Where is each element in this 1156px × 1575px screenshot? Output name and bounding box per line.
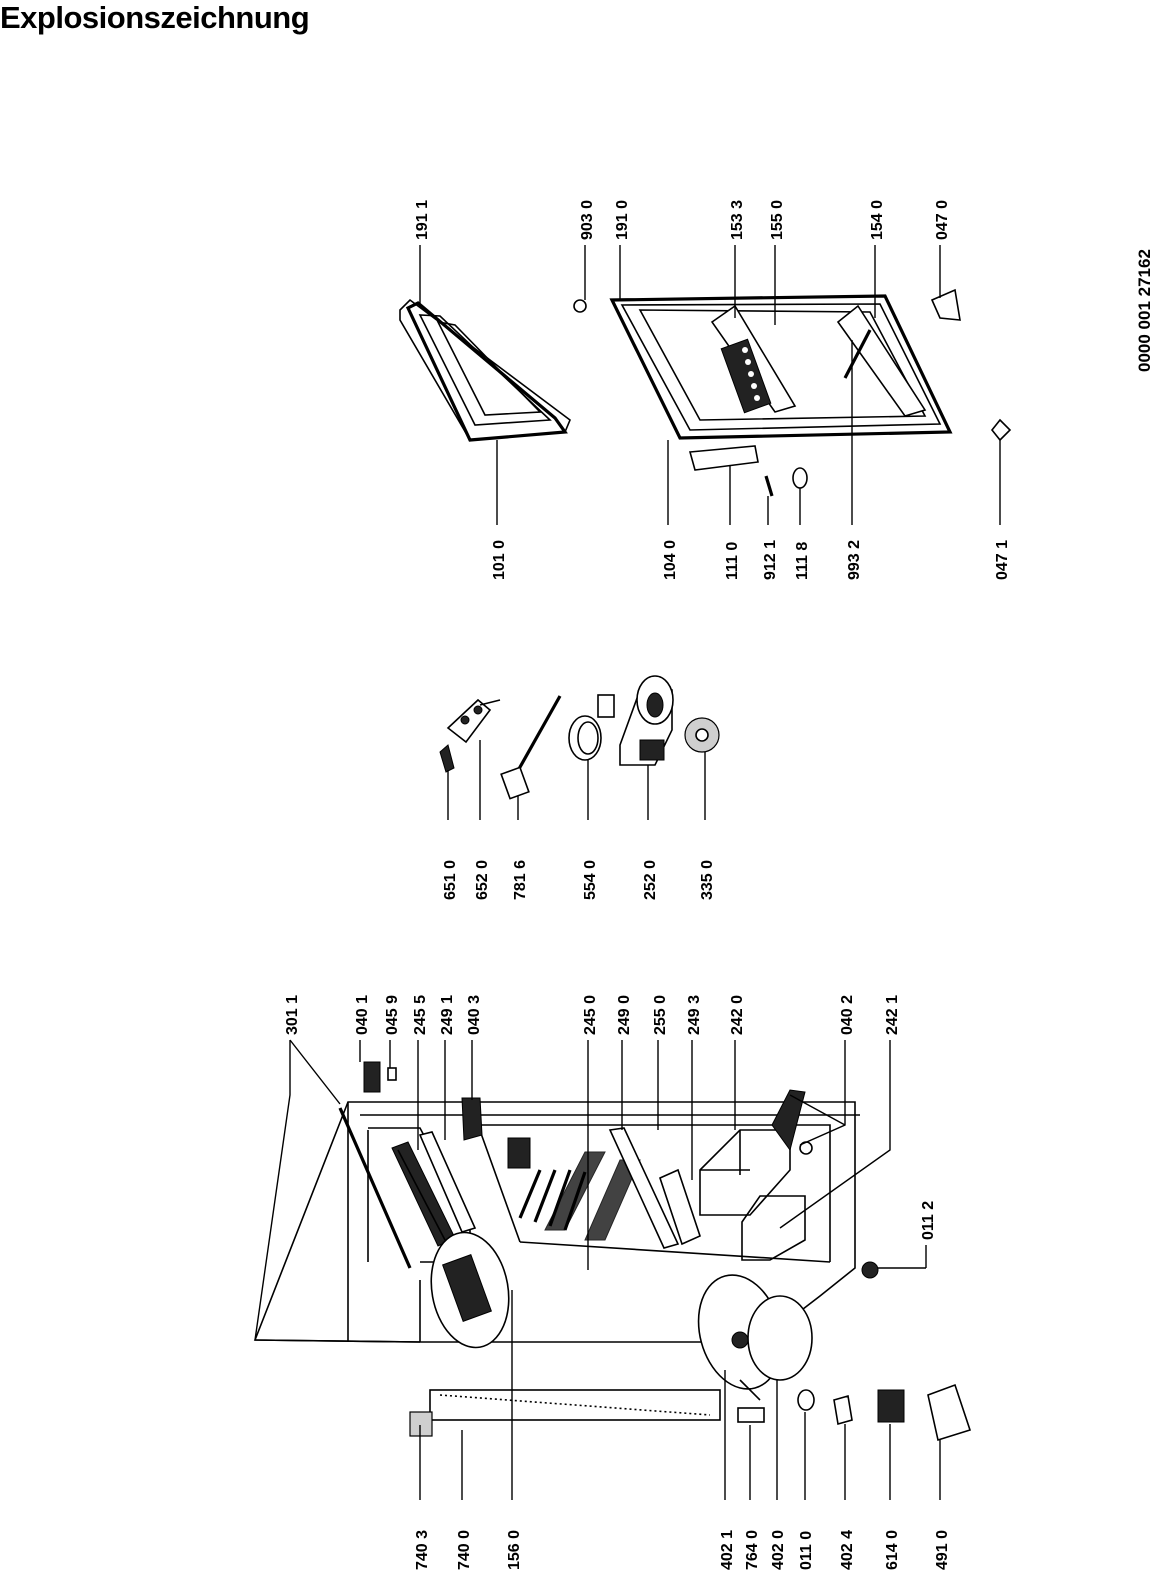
shelf-2450 [544,1151,641,1241]
label-0402: 040 2 [839,995,856,1035]
freezer-door-drawing [399,298,571,442]
label-2421: 242 1 [884,995,901,1035]
label-2491: 249 1 [439,995,456,1035]
label-1010: 101 0 [491,540,508,580]
label-9030: 903 0 [579,200,596,240]
label-7403: 740 3 [414,1530,431,1570]
part-labels: 740 3 740 0 156 0 402 1 764 0 402 0 011 … [284,200,1154,1570]
egg-tray-1550 [720,338,772,414]
label-1550: 155 0 [769,200,786,240]
label-9121: 912 1 [762,540,779,580]
label-0110: 011 0 [798,1531,815,1570]
label-1118: 111 8 [794,542,811,580]
cabinet-drawing [253,1061,972,1442]
label-3011: 301 1 [284,995,301,1035]
lamp-rod-7816 [500,695,562,800]
label-4024: 402 4 [839,1530,856,1570]
label-1560: 156 0 [506,1530,523,1570]
label-0401: 040 1 [354,995,371,1035]
label-0470: 047 0 [934,200,951,240]
label-0112: 011 2 [920,1201,937,1240]
label-4910: 491 0 [934,1530,951,1570]
label-6140: 614 0 [884,1530,901,1570]
label-0471: 047 1 [994,540,1011,580]
label-1040: 104 0 [662,540,679,580]
thermostat-6520 [446,698,501,744]
label-2550: 255 0 [652,995,669,1035]
label-6510: 651 0 [442,860,459,900]
label-6520: 652 0 [474,860,491,900]
crisper-drawer-2421 [741,1195,806,1261]
label-1540: 154 0 [869,200,886,240]
label-7400: 740 0 [456,1530,473,1570]
knob-3350 [684,717,720,753]
label-2520: 252 0 [642,860,659,900]
page-title: Explosionszeichnung [0,0,310,35]
label-0459: 045 9 [384,995,401,1035]
label-1911: 191 1 [414,200,431,240]
label-1110: 111 0 [724,542,741,580]
label-1910: 191 0 [614,200,631,240]
label-9932: 993 2 [846,540,863,580]
label-3350: 335 0 [699,860,716,900]
label-7816: 781 6 [512,860,529,900]
control-box-2520 [619,675,674,766]
label-4021: 402 1 [719,1530,736,1570]
label-0403: 040 3 [466,995,483,1035]
label-2455: 245 5 [412,995,429,1035]
evaporator-1560 [442,1254,492,1322]
leader-lines [254,245,1001,1500]
inner-racks [518,1169,587,1231]
label-4020: 402 0 [770,1530,787,1570]
document-number: 0000 001 27162 [1135,249,1154,372]
fridge-door-drawing [573,288,1012,497]
control-parts-drawing [439,675,720,800]
label-5540: 554 0 [582,860,599,900]
compressor-4020 [697,1274,813,1401]
label-7640: 764 0 [744,1530,761,1570]
crisper-drawer-2420 [699,1129,791,1216]
label-1533: 153 3 [729,200,746,240]
label-2450: 245 0 [582,995,599,1035]
lamp-holder-5540 [568,694,615,761]
label-2420: 242 0 [729,995,746,1035]
condenser-7400 [429,1389,721,1421]
label-2493: 249 3 [686,995,703,1035]
label-2490: 249 0 [616,995,633,1035]
